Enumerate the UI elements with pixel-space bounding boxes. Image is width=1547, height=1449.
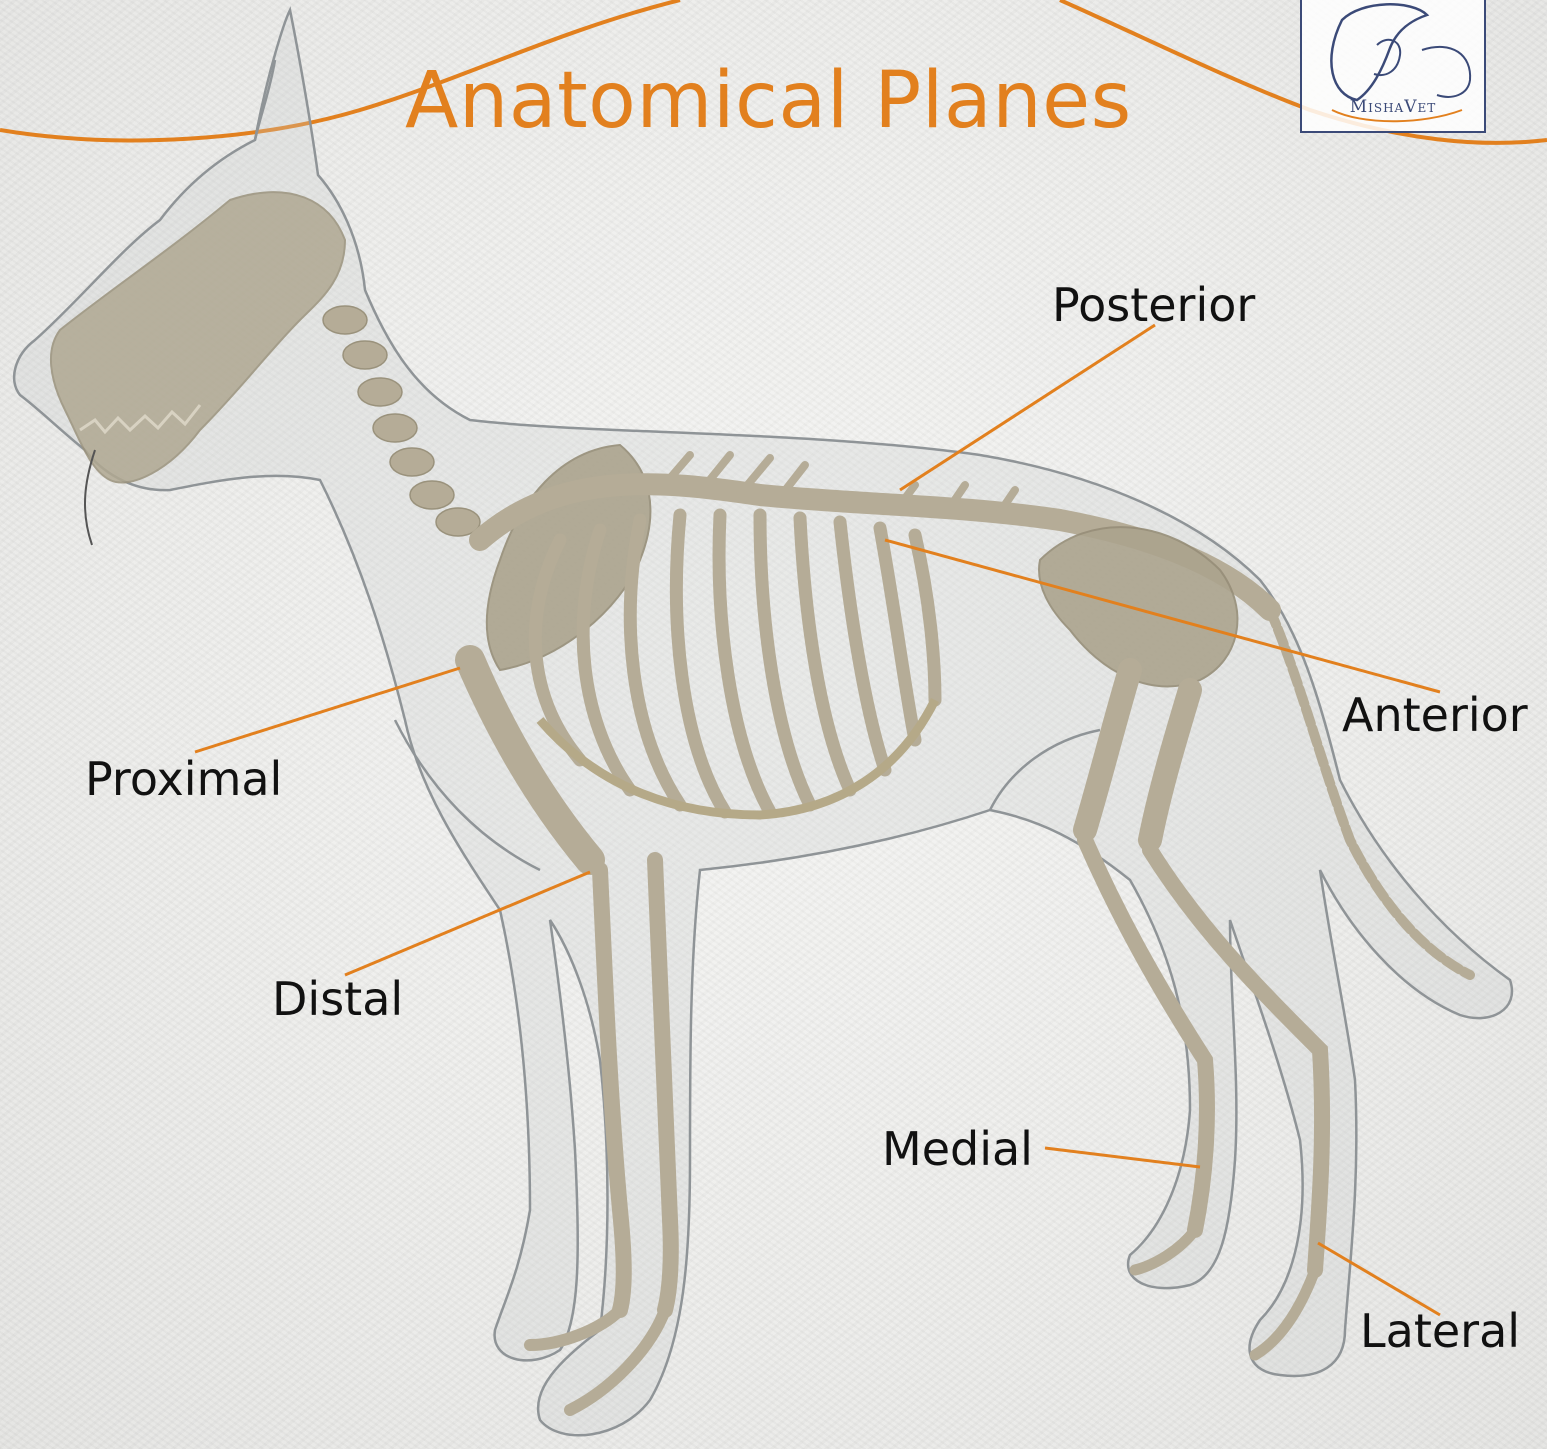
logo-text: MishaVet (1302, 97, 1484, 117)
label-proximal: Proximal (85, 756, 282, 802)
slide-title: Anatomical Planes (405, 62, 1132, 140)
label-lateral: Lateral (1360, 1308, 1520, 1354)
label-distal: Distal (272, 976, 403, 1022)
label-anterior: Anterior (1342, 692, 1528, 738)
leader-medial (1045, 1148, 1200, 1167)
label-posterior: Posterior (1052, 282, 1255, 328)
mishavet-logo: MishaVet (1300, 0, 1486, 133)
label-medial: Medial (882, 1126, 1033, 1172)
